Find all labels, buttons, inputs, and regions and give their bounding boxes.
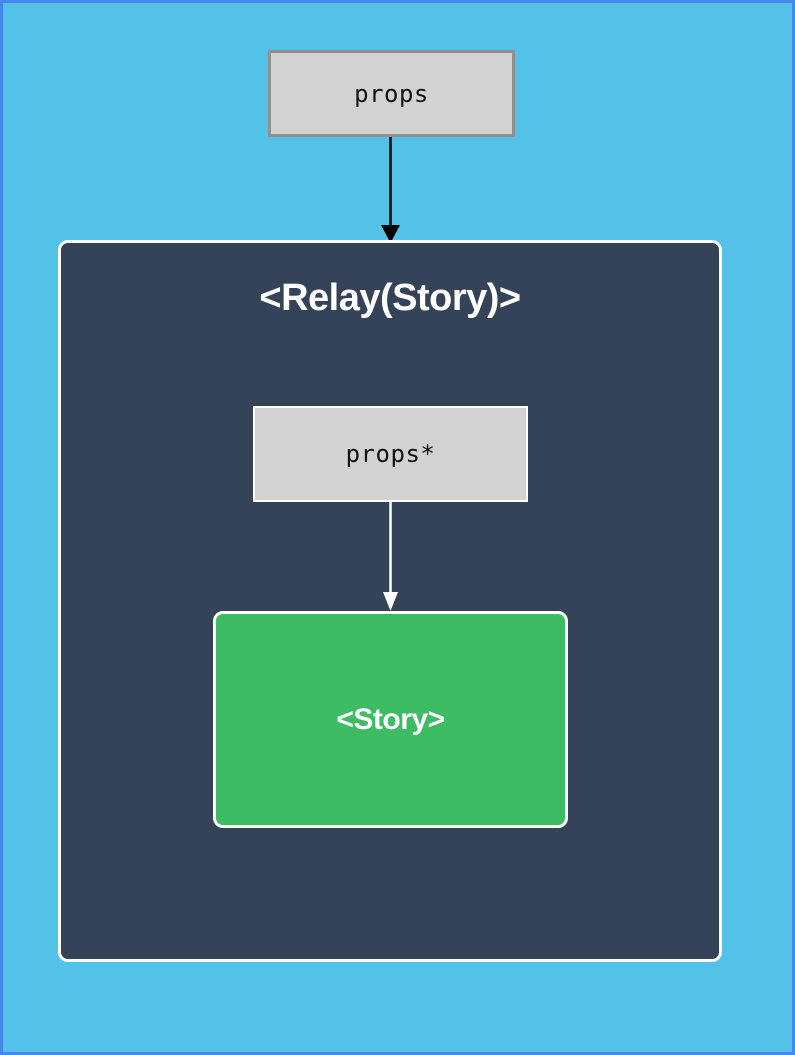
story-node: <Story> (213, 611, 568, 828)
props-node: props (268, 50, 515, 137)
inner-props-node: props* (253, 406, 528, 502)
relay-container-title: <Relay(Story)> (259, 277, 521, 319)
arrow-down-icon (383, 502, 398, 611)
relay-story-container: <Relay(Story)> props* <Story> (58, 240, 722, 962)
story-node-label: <Story> (336, 702, 445, 736)
inner-props-node-label: props* (345, 440, 436, 468)
props-node-label: props (354, 79, 429, 108)
arrow-down-icon (381, 137, 400, 243)
